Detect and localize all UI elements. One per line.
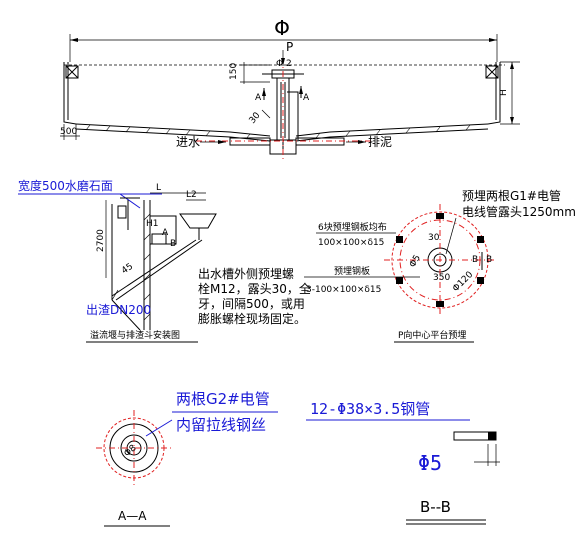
outlet-label: 出渣DN200 [86, 303, 151, 317]
weir-note-line-4: 膨胀螺栓现场固定。 [198, 311, 306, 326]
platform-note-mid-2: 3-100×100×δ15 [306, 285, 381, 295]
platform-section-b2: B [486, 255, 492, 265]
weir-note-line-3: 牙，间隔500，或用 [198, 297, 305, 311]
platform-note-mid-1: 预埋钢板 [334, 265, 370, 277]
platform-note-top-2: 电线管露头1250mm [462, 204, 576, 219]
bb-phi5: Φ5 [418, 451, 442, 475]
diameter-label: Φ [274, 16, 290, 40]
inlet-label: 进水 [176, 135, 200, 149]
platform-caption: P向中心平台预埋 [398, 329, 466, 341]
section-a-right: A [303, 93, 310, 103]
dim-30: 30 [248, 111, 263, 126]
dim-150: 150 [229, 63, 239, 80]
section-aa: Φ8 两根G2#电管 内留拉线钢丝 A—A [96, 390, 278, 527]
dim-a: A [162, 228, 169, 238]
dim-l2: L2 [186, 190, 197, 200]
p-view-label: P [286, 40, 293, 54]
weir-detail: 宽度500水磨石面 2700 L L2 H1 B A [18, 178, 311, 343]
platform-section-b1: B [472, 255, 478, 265]
platform-dim-350: 350 [433, 273, 450, 283]
bb-caption: B--B [420, 498, 451, 516]
platform-dim-30: 30 [428, 233, 440, 243]
platform-dim-phi120: Φ120 [451, 270, 475, 294]
weir-caption: 溢流堰与排渣斗安装图 [90, 329, 180, 341]
dim-45: 45 [120, 262, 135, 277]
platform-detail: 预埋两根G1#电管 电线管露头1250mm 6块预埋钢板均布 100×100×δ… [304, 188, 576, 343]
sludge-outlet-label: 排泥 [368, 135, 392, 149]
dim-2700: 2700 [96, 229, 106, 252]
platform-note-left-1: 6块预埋钢板均布 [318, 221, 387, 233]
platform-note-top-1: 预埋两根G1#电管 [462, 188, 561, 203]
weir-heading: 宽度500水磨石面 [18, 178, 113, 193]
dim-l: L [156, 183, 161, 193]
bb-pipe-spec: 12-Φ38×3.5钢管 [310, 400, 430, 418]
aa-note-line-2: 内留拉线钢丝 [176, 416, 266, 434]
center-mark: Φ 2 [276, 59, 292, 69]
weir-note-line-1: 出水槽外侧预埋螺 [198, 267, 294, 281]
aa-caption: A—A [118, 509, 147, 523]
weir-note-line-2: 栓M12，露头30，全 [198, 281, 311, 296]
dim-b: B [170, 239, 176, 249]
tank-section: Φ [60, 16, 520, 160]
dim-h1: H1 [146, 219, 159, 229]
dim-500: 500 [60, 127, 77, 137]
section-bb: 12-Φ38×3.5钢管 Φ5 B--B [306, 400, 500, 525]
platform-note-left-2: 100×100×δ15 [318, 238, 384, 248]
dim-h: H [499, 89, 509, 96]
platform-dim-phi5: Φ5 [408, 253, 423, 269]
section-a-left: A [255, 93, 262, 103]
aa-note-line-1: 两根G2#电管 [176, 390, 270, 408]
